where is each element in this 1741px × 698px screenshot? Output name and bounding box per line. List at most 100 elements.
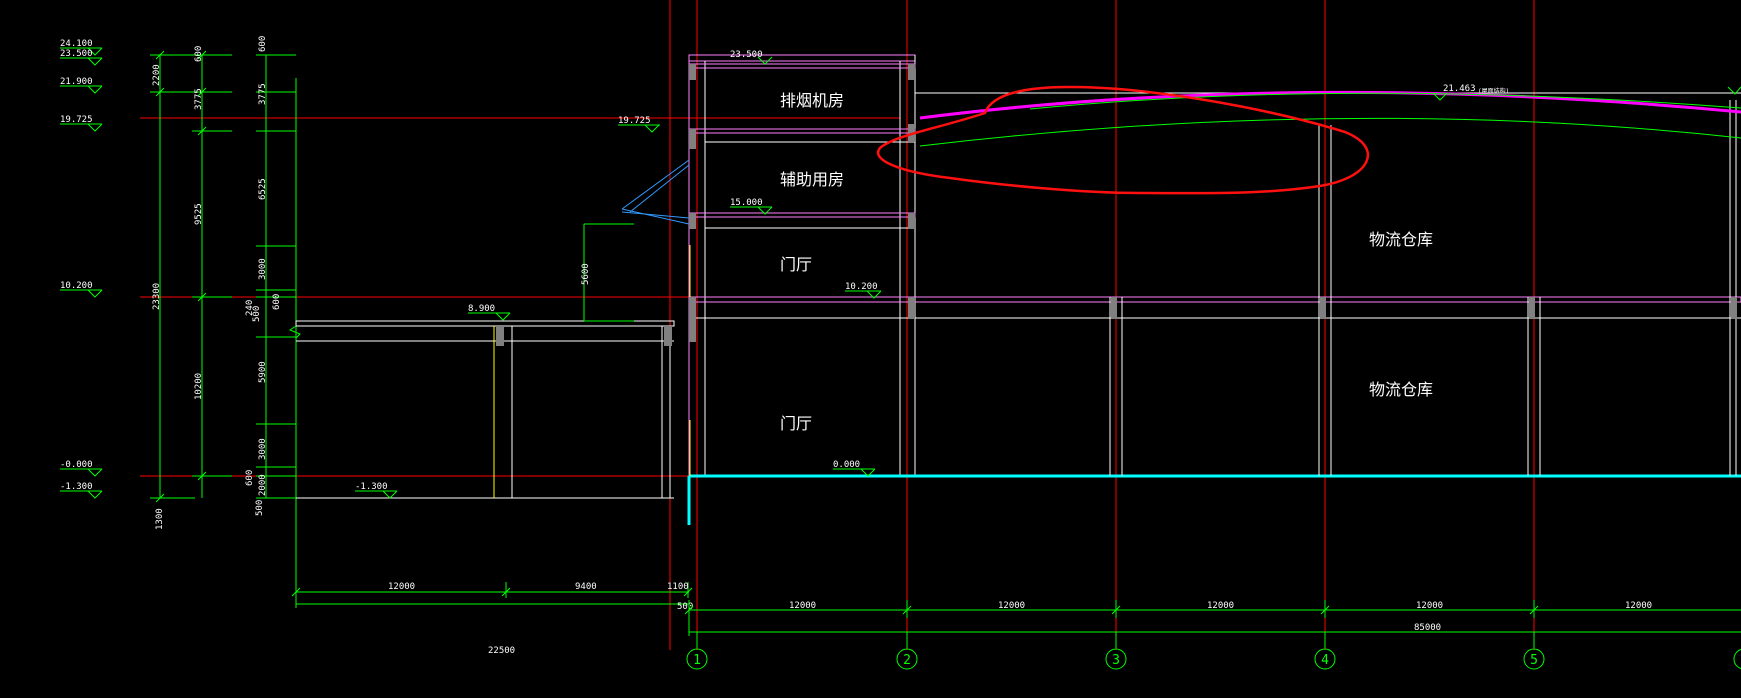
level-mark-0000: -0.000: [60, 460, 103, 477]
dim-left-12000: 12000: [388, 582, 415, 592]
svg-text:21.900: 21.900: [60, 77, 93, 87]
dim-offset-500: 500: [677, 602, 693, 612]
markup-revision-cloud: [876, 85, 1370, 195]
level-mark-edge-right: [1727, 86, 1741, 95]
dim-vertical-inner-5900: 5900: [258, 361, 268, 383]
level-minus1300: -1.300: [355, 482, 398, 499]
room-lobby-lower: 门厅: [780, 414, 812, 433]
bottom-dimension-left: [291, 582, 693, 608]
break-line-symbol: [288, 325, 301, 339]
dim-vertical-inner-3775: 3775: [258, 83, 268, 105]
room-warehouse-lower: 物流仓库: [1369, 380, 1433, 399]
level-mark-19725: 19.725: [60, 115, 103, 132]
room-warehouse-upper: 物流仓库: [1369, 230, 1433, 249]
svg-text:5: 5: [1530, 653, 1538, 668]
level-0000: 0.000: [833, 460, 876, 477]
column-caps: [689, 64, 1737, 342]
room-lobby-upper: 门厅: [780, 255, 812, 274]
svg-text:-1.300: -1.300: [60, 482, 93, 492]
canopy-height-dim: [583, 223, 634, 322]
axis-bubble-4: 4: [1314, 632, 1336, 670]
level-mark-23500: 23.500: [60, 49, 103, 66]
dim-vertical-inner-240: 240: [245, 300, 255, 316]
dim-vertical-inner-6525: 6525: [258, 178, 268, 200]
dim-bay-1-2: 12000: [789, 601, 816, 611]
axis-bubble-6: 6: [1733, 648, 1741, 670]
svg-text:4: 4: [1321, 653, 1329, 668]
axis-bubble-1: 1: [686, 632, 708, 670]
grid-axis-lines: [140, 0, 1741, 650]
dim-vertical-inner-2000: 2000: [258, 474, 268, 496]
roof-curve-green-lower: [919, 117, 1741, 147]
svg-text:15.000: 15.000: [730, 198, 763, 208]
entrance-canopy: [621, 159, 690, 225]
roof-curve-green-upper: [1029, 92, 1741, 110]
axis-bubble-2: 2: [896, 632, 918, 670]
dim-vertical-outer-2200: 2200: [152, 64, 162, 86]
dim-vertical-inner-600c: 600: [245, 470, 255, 486]
roof-curve-magenta: [919, 90, 1741, 120]
room-smoke-exhaust: 排烟机房: [780, 91, 844, 110]
dim-bay-3-4: 12000: [1207, 601, 1234, 611]
dim-left-total-22500: 22500: [488, 646, 515, 656]
dim-left-1100: 1100: [667, 582, 689, 592]
dim-vertical-inner-3000a: 3000: [258, 258, 268, 280]
dim-bay-2-3: 12000: [998, 601, 1025, 611]
svg-text:19.725: 19.725: [618, 116, 651, 126]
svg-text:10.200: 10.200: [60, 281, 93, 291]
svg-text:10.200: 10.200: [845, 282, 878, 292]
dim-bay-5-6: 12000: [1625, 601, 1652, 611]
level-21463: 21.463 (屋面结构): [1432, 84, 1509, 101]
dim-vertical-mid-9525: 9525: [194, 203, 204, 225]
dim-vertical-inner-500b: 500: [255, 500, 265, 516]
room-labels: 排烟机房 辅助用房 门厅 门厅 物流仓库 物流仓库: [780, 91, 1433, 433]
dim-vertical-mid-3775: 3775: [194, 88, 204, 110]
level-roof-23500: 23.500: [730, 50, 773, 65]
dim-left-9400: 9400: [575, 582, 597, 592]
svg-text:23.500: 23.500: [60, 49, 93, 59]
svg-text:-1.300: -1.300: [355, 482, 388, 492]
vertical-dimension-outer: [150, 50, 195, 503]
level-8900: 8.900: [468, 304, 511, 321]
dim-vertical-inner-600a: 600: [258, 36, 268, 52]
axis-bubbles: 1 2 3 4 5 6: [686, 632, 1741, 670]
level-19725: 19.725: [618, 116, 660, 133]
vertical-dimension-inner: [256, 54, 296, 499]
svg-text:2: 2: [903, 653, 911, 668]
level-mark-minus1300: -1.300: [60, 482, 103, 499]
annex-column-cap-a: [496, 326, 504, 346]
left-level-markers: 24.100 23.500 21.900 19.725 10.200 -0.00…: [60, 39, 103, 499]
level-mark-10200: 10.200: [60, 281, 103, 298]
dim-vertical-inner-500a: 500: [252, 306, 262, 322]
dim-vertical-mid-600: 600: [194, 46, 204, 62]
svg-text:3: 3: [1112, 653, 1120, 668]
level-mark-21900: 21.900: [60, 77, 103, 94]
svg-text:23.500: 23.500: [730, 50, 763, 60]
left-annex-structure: [295, 78, 675, 608]
dim-bay-4-5: 12000: [1416, 601, 1443, 611]
svg-text:21.463: 21.463: [1443, 84, 1476, 94]
svg-text:19.725: 19.725: [60, 115, 93, 125]
level-10200: 10.200: [845, 282, 882, 299]
svg-text:0.000: 0.000: [833, 460, 860, 470]
svg-text:8.900: 8.900: [468, 304, 495, 314]
axis-bubble-5: 5: [1523, 632, 1545, 670]
dim-canopy-5600: 5600: [581, 263, 591, 285]
dim-vertical-outer-23300: 23300: [152, 283, 162, 310]
room-auxiliary: 辅助用房: [780, 170, 844, 189]
level-15000: 15.000: [730, 198, 773, 215]
section-level-marks: 23.500 19.725 15.000 10.200 8.900 0.000: [355, 50, 1741, 499]
axis-bubble-3: 3: [1105, 632, 1127, 670]
vertical-dimension-mid: [192, 50, 232, 498]
svg-text:1: 1: [693, 653, 701, 668]
svg-text:24.100: 24.100: [60, 39, 93, 49]
dim-total-85000: 85000: [1414, 623, 1441, 633]
level-mark-24100: 24.100: [60, 39, 103, 56]
dim-vertical-mid-10200: 10200: [194, 373, 204, 400]
svg-text:-0.000: -0.000: [60, 460, 93, 470]
bottom-dimension-right: [684, 600, 1741, 636]
dim-vertical-outer-1300: 1300: [155, 508, 165, 530]
dim-vertical-inner-3000b: 3000: [258, 438, 268, 460]
dim-vertical-inner-600b: 600: [272, 294, 282, 310]
